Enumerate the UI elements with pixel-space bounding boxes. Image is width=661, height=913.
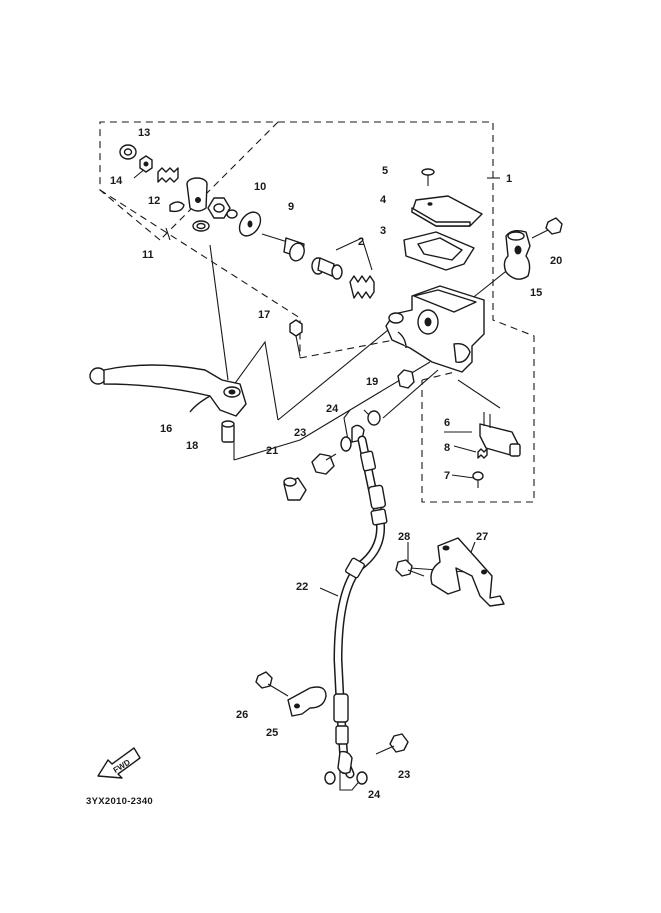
pivot-pin — [186, 177, 208, 212]
callout-21: 21 — [266, 445, 278, 457]
part-2-piston-kit — [311, 257, 375, 299]
callout-27: 27 — [476, 531, 488, 543]
callout-9: 9 — [288, 201, 294, 213]
adjuster-spring — [157, 167, 179, 183]
callout-13: 13 — [138, 127, 150, 139]
callout-12: 12 — [148, 195, 160, 207]
part-5-screw — [421, 168, 435, 186]
fwd-arrow-icon: FWD — [97, 747, 141, 779]
callout-16: 16 — [160, 423, 172, 435]
part-14-cap — [119, 144, 137, 160]
callout-10: 10 — [254, 181, 266, 193]
callout-6: 6 — [444, 417, 450, 429]
callout-17: 17 — [258, 309, 270, 321]
part-13-nut — [139, 155, 153, 173]
callout-25: 25 — [266, 727, 278, 739]
callout-28: 28 — [398, 531, 410, 543]
part-22-brake-hose — [333, 424, 388, 779]
part-9-push-rod — [261, 233, 305, 262]
part-16-brake-lever — [89, 364, 247, 417]
part-20-bolt — [531, 217, 563, 239]
master-cylinder-body — [385, 285, 485, 373]
part-8-spring — [477, 448, 488, 459]
washer-ring — [192, 220, 210, 232]
callout-1: 1 — [506, 173, 512, 185]
part-17-bolt — [289, 319, 303, 357]
part-21-cap — [283, 477, 307, 501]
part-7-screw — [472, 471, 484, 488]
callout-3: 3 — [380, 225, 386, 237]
callout-15: 15 — [530, 287, 542, 299]
dust-boot — [238, 211, 262, 237]
callout-20: 20 — [550, 255, 562, 267]
callout-24-upper: 24 — [326, 403, 339, 415]
part-24-washers-lower — [324, 771, 368, 785]
callout-22: 22 — [296, 581, 308, 593]
callout-5: 5 — [382, 165, 388, 177]
part-19-nut — [397, 369, 415, 389]
part-25-hose-clamp — [287, 686, 327, 717]
small-washer — [226, 209, 238, 219]
callout-24-lower: 24 — [368, 789, 381, 801]
part-10-nut — [207, 197, 231, 219]
part-18-collar — [221, 420, 235, 443]
part-23-union-bolt-lower — [375, 733, 409, 755]
callout-11: 11 — [142, 249, 154, 261]
part-27-bracket — [430, 537, 505, 607]
part-28-bolt — [395, 559, 425, 577]
callout-14: 14 — [110, 175, 123, 187]
callout-8: 8 — [444, 442, 450, 454]
part-23-union-bolt-upper — [311, 453, 337, 475]
part-24-washers-upper — [340, 410, 381, 452]
diagram-code: 3YX2010-2340 — [86, 796, 153, 807]
callout-2: 2 — [358, 236, 364, 248]
part-3-diaphragm — [403, 231, 475, 271]
callout-18: 18 — [186, 440, 198, 452]
callout-4: 4 — [380, 194, 387, 206]
part-12-clip — [169, 201, 185, 213]
callout-23-lower: 23 — [398, 769, 410, 781]
callout-23-upper: 23 — [294, 427, 306, 439]
part-26-bolt — [255, 671, 289, 697]
callout-26: 26 — [236, 709, 248, 721]
part-4-reservoir-cap — [411, 195, 483, 227]
part-15-holder — [503, 229, 531, 280]
callout-7: 7 — [444, 470, 450, 482]
callout-labels: 1 2 3 4 5 6 7 8 9 10 11 12 13 14 15 16 1… — [110, 127, 562, 801]
callout-19: 19 — [366, 376, 378, 388]
part-6-brake-switch — [479, 412, 521, 457]
